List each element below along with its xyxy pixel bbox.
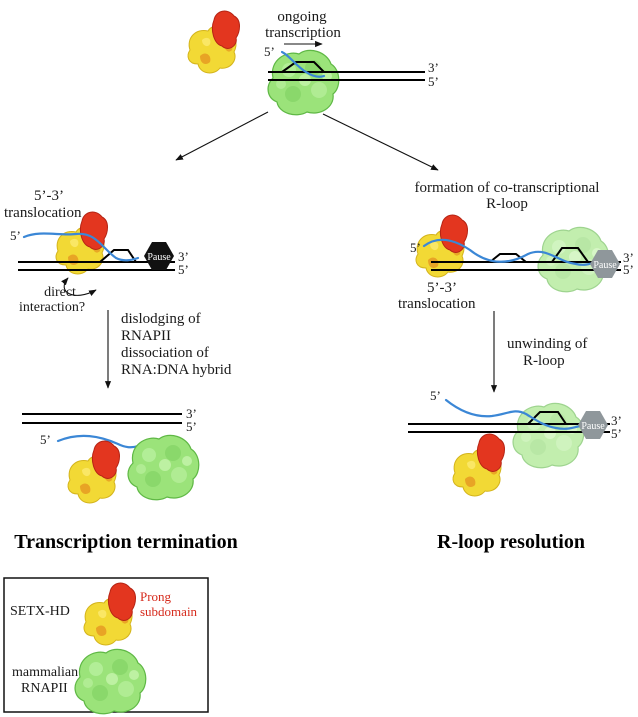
label-5prime-right-mid: 5’ xyxy=(623,262,634,277)
label-5prime-left-mid: 5’ xyxy=(178,262,189,277)
label-dissociation: dissociation of xyxy=(121,345,209,361)
label-5prime-rna-right-mid: 5’ xyxy=(410,240,421,255)
label-hybrid: RNA:DNA hybrid xyxy=(121,362,232,378)
label-unwinding: unwinding of xyxy=(507,336,587,352)
legend-rnapii-label: RNAPII xyxy=(21,681,68,696)
label-5prime-rna-left-mid: 5’ xyxy=(10,228,21,243)
label-rloop-1: R-loop xyxy=(486,196,528,212)
rnapii-icon-left-bottom xyxy=(127,434,200,501)
label-5prime-rna-right-bottom: 5’ xyxy=(430,388,441,403)
pause-hexagon-left xyxy=(144,242,174,270)
legend-prong-label: Prong xyxy=(140,589,172,604)
legend-setx-label: SETX-HD xyxy=(10,604,70,619)
rna-right-mid xyxy=(422,238,598,266)
label-5prime-left-bottom: 5’ xyxy=(186,419,197,434)
arrow-to-right xyxy=(322,113,439,171)
curved-arrow-direct xyxy=(61,277,97,297)
label-5prime-rna-left-bottom: 5’ xyxy=(40,432,51,447)
legend-mammalian-label: mammalian xyxy=(12,665,78,680)
pause-hexagon-right-bottom xyxy=(578,411,608,439)
label-formation: formation of co-transcriptional xyxy=(415,180,600,196)
label-rnapii: RNAPII xyxy=(121,328,171,344)
label-transcription: transcription xyxy=(265,25,341,41)
label-right-translocation: translocation xyxy=(398,296,476,312)
label-5prime-right-bottom: 5’ xyxy=(611,426,622,441)
label-5prime-rna-top: 5’ xyxy=(264,44,275,59)
label-3prime-right-mid: 3’ xyxy=(623,250,634,265)
setx-hd-icon-right-bottom xyxy=(452,433,505,497)
dna-bubble-left-mid xyxy=(99,249,137,263)
rna-left-bottom xyxy=(56,434,140,449)
pause-hexagon-right-mid xyxy=(590,250,620,278)
legend-setx-icon xyxy=(83,582,136,646)
pause-label-left: Pause xyxy=(147,252,171,263)
label-3prime-left-bottom: 3’ xyxy=(186,406,197,421)
label-dislodging: dislodging of xyxy=(121,311,201,327)
arrow-to-left xyxy=(175,111,269,161)
legend-subdomain-label: subdomain xyxy=(140,604,198,619)
dna-bubble-right-mid-2 xyxy=(551,247,589,263)
label-left-53: 5’-3’ xyxy=(34,188,64,204)
label-interaction: interaction? xyxy=(19,300,85,315)
pause-label-right-mid: Pause xyxy=(593,260,617,271)
label-left-translocation: translocation xyxy=(4,205,82,221)
label-3prime-right-bottom: 3’ xyxy=(611,413,622,428)
title-transcription-termination: Transcription termination xyxy=(14,531,238,553)
label-3prime-left-mid: 3’ xyxy=(178,249,189,264)
label-3prime-top: 3’ xyxy=(428,60,439,75)
rnapii-icon-top xyxy=(267,49,340,116)
pause-label-right-bottom: Pause xyxy=(581,421,605,432)
setx-hd-icon-left-bottom xyxy=(67,440,120,504)
rna-right-bottom xyxy=(444,398,582,430)
label-5prime-top: 5’ xyxy=(428,74,439,89)
label-ongoing: ongoing xyxy=(277,9,327,25)
legend-rnapii-icon xyxy=(74,648,147,715)
label-direct: direct xyxy=(44,285,76,300)
dna-bubble-top xyxy=(281,61,325,73)
rna-top xyxy=(280,50,326,78)
label-right-53: 5’-3’ xyxy=(427,280,457,296)
title-rloop-resolution: R-loop resolution xyxy=(437,531,585,553)
setx-hd-icon-top xyxy=(187,10,240,74)
label-rloop-2: R-loop xyxy=(523,353,565,369)
rna-left-mid xyxy=(22,232,140,262)
